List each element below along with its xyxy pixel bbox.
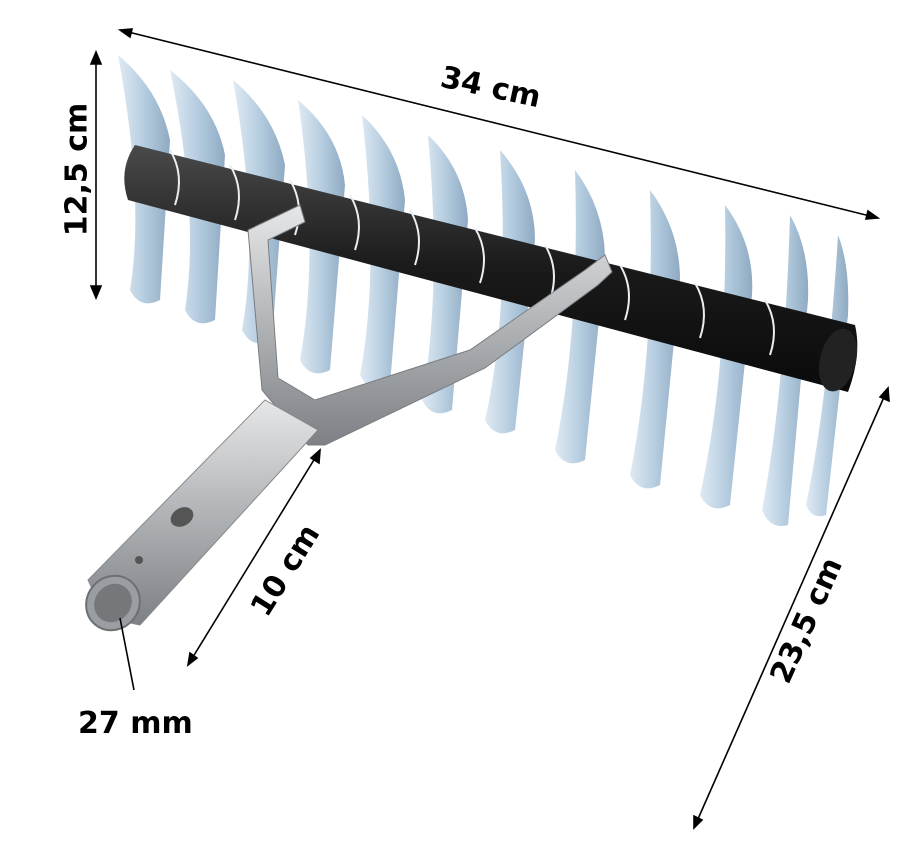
roller-bar (124, 145, 858, 392)
handle-socket (85, 399, 319, 632)
spring-coils (169, 149, 775, 356)
dimension-lines (89, 28, 890, 830)
socket-diameter-label: 27 mm (78, 706, 193, 741)
frame (247, 204, 613, 446)
height-dimension-label: 12,5 cm (59, 102, 95, 237)
